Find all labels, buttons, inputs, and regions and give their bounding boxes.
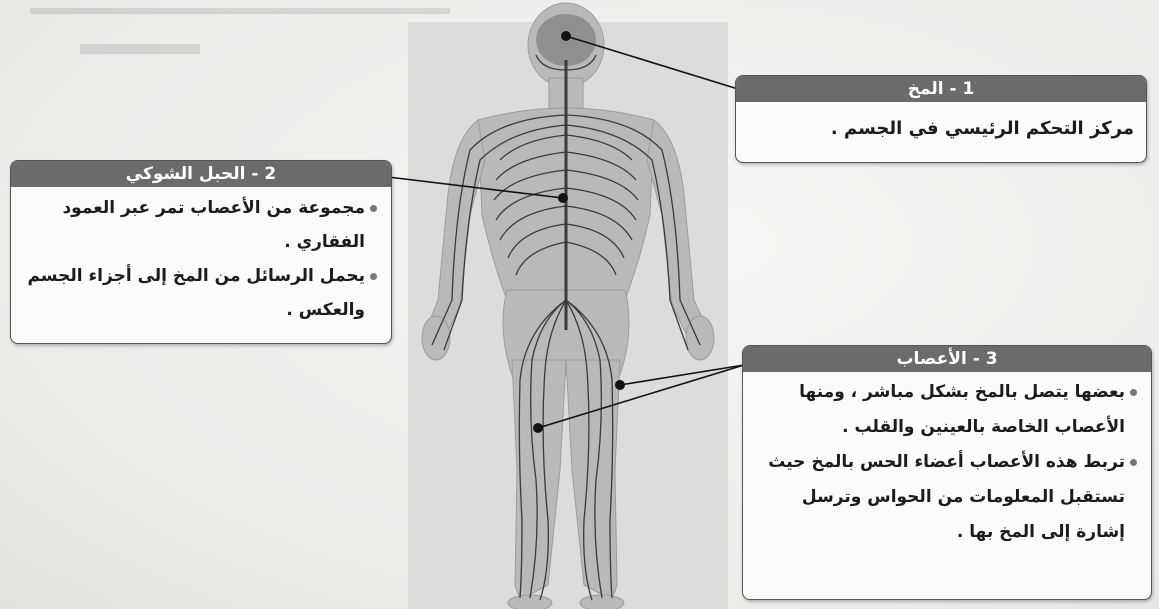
nerves-callout: 3 - الأعصاب بعضها يتصل بالمخ بشكل مباشر … — [742, 345, 1152, 600]
spinal-cord-bullet-2: يحمل الرسائل من المخ إلى أجزاء الجسم وال… — [21, 259, 379, 327]
brain-callout-text: مركز التحكم الرئيسي في الجسم . — [746, 114, 1134, 144]
nerves-bullet-2: تربط هذه الأعصاب أعضاء الحس بالمخ حيث تس… — [753, 445, 1139, 550]
brain-callout: 1 - المخ مركز التحكم الرئيسي في الجسم . — [735, 75, 1147, 163]
nerves-callout-title: 3 - الأعصاب — [743, 346, 1151, 372]
spinal-cord-bullet-1: مجموعة من الأعصاب تمر عبر العمود الفقاري… — [21, 191, 379, 259]
spinal-cord-callout-title: 2 - الحبل الشوكي — [11, 161, 391, 187]
brain-callout-title: 1 - المخ — [736, 76, 1146, 102]
nerves-bullet-1: بعضها يتصل بالمخ بشكل مباشر ، ومنها الأع… — [753, 375, 1139, 445]
spinal-cord-callout: 2 - الحبل الشوكي مجموعة من الأعصاب تمر ع… — [10, 160, 392, 344]
